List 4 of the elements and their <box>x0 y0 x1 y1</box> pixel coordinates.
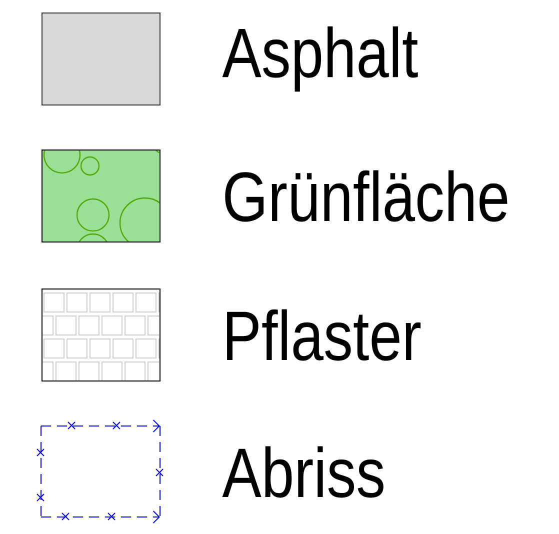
legend-label: Asphalt <box>222 26 418 92</box>
legend-label: Abriss <box>222 446 384 498</box>
legend-label: Grünfläche <box>225 170 508 222</box>
legend-label: Pflaster <box>227 309 421 361</box>
